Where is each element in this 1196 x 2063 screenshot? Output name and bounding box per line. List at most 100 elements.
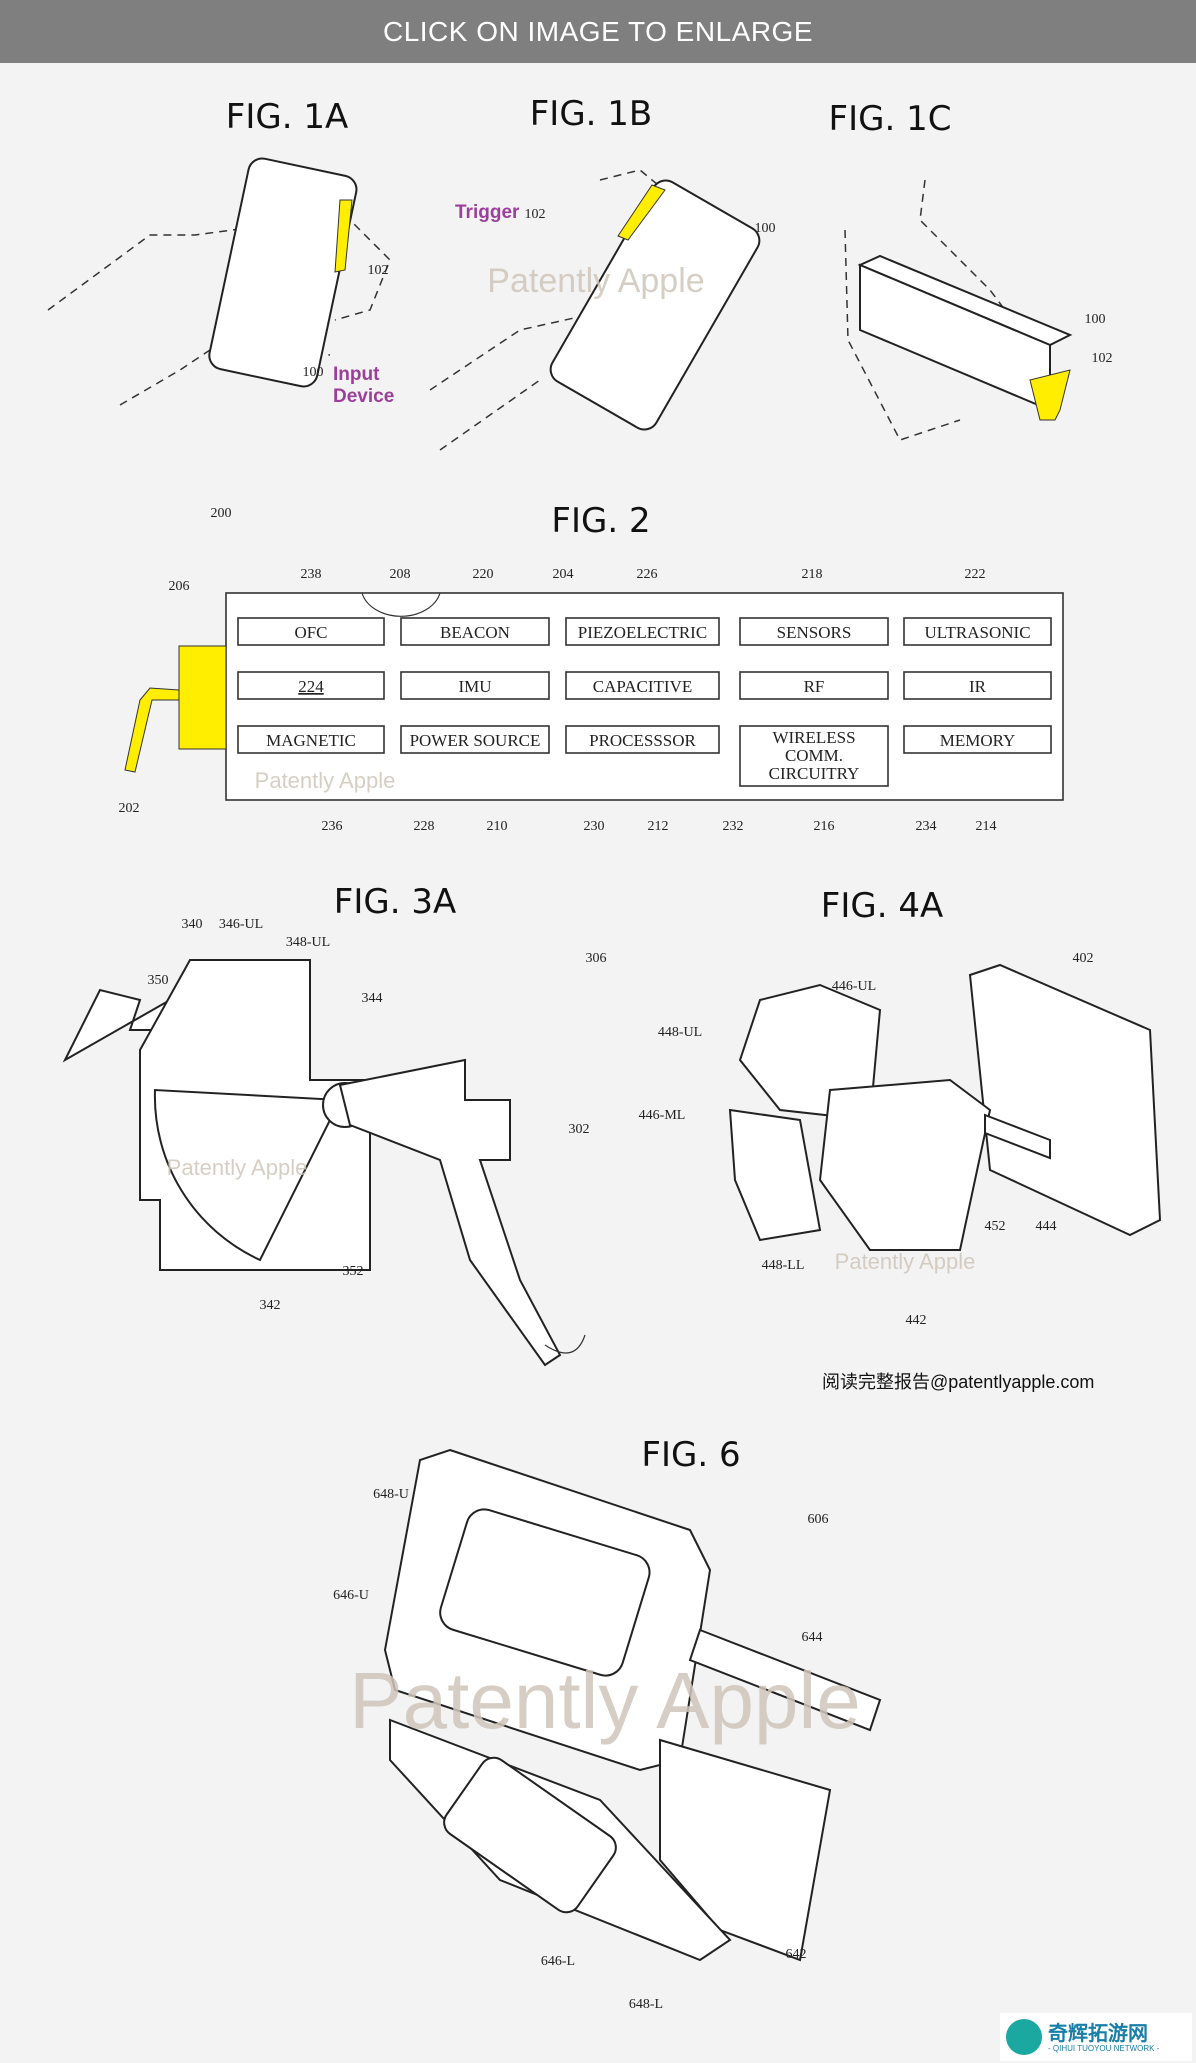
ref-label: 648-L — [629, 1997, 663, 2012]
component-label: IR — [969, 677, 987, 696]
ref-label: 202 — [119, 801, 140, 816]
ref-label: 646-U — [333, 1588, 369, 1603]
fig-4a-title: FIG. 4A — [821, 886, 943, 926]
pad-646-u — [439, 1508, 651, 1677]
component-label: POWER SOURCE — [410, 731, 541, 750]
component-label: 224 — [298, 677, 324, 696]
callout-device: Device — [333, 386, 394, 407]
component-box — [400, 725, 550, 754]
component-box — [565, 671, 720, 700]
ref-label: 342 — [260, 1298, 281, 1313]
trigger-yellow — [617, 184, 666, 241]
fig-4a: FIG. 4A Patently Apple 402446-UL448-UL44… — [639, 886, 1162, 1328]
ref-label: 448-LL — [762, 1258, 805, 1273]
callout-input: Input — [333, 364, 380, 385]
component-label: CAPACITIVE — [593, 677, 693, 696]
component-box — [903, 725, 1052, 754]
fig-1c: FIG. 1C 100 102 — [829, 99, 1113, 441]
component-box — [565, 617, 720, 646]
watermark: Patently Apple — [255, 768, 396, 793]
ref-label: 230 — [584, 819, 605, 834]
fig-1a: FIG. 1A 102 100 Input Device — [47, 97, 394, 407]
ref-label: 208 — [390, 567, 411, 582]
ref-label: 644 — [802, 1630, 823, 1645]
ref-label: 236 — [322, 819, 343, 834]
ref-label: 234 — [916, 819, 937, 834]
ref-label: 102 — [368, 263, 389, 278]
report-link-text[interactable]: 阅读完整报告@patentlyapple.com — [822, 1372, 1095, 1392]
component-label: RF — [804, 677, 825, 696]
ref-label: 216 — [814, 819, 835, 834]
component-label: BEACON — [440, 623, 510, 642]
ref-label: 442 — [906, 1313, 927, 1328]
fig-1a-title: FIG. 1A — [226, 97, 348, 137]
trigger-yellow — [1029, 369, 1071, 421]
trigger-202 — [124, 687, 180, 773]
shaft-444 — [984, 1113, 1051, 1160]
component-label: OFC — [294, 623, 327, 642]
component-box — [739, 617, 889, 646]
logo-name: 奇辉拓游网 — [1048, 2020, 1148, 2045]
fig-1b: FIG. 1B Trigger 102 100 Patently Apple — [429, 94, 776, 451]
ref-label: 222 — [965, 567, 986, 582]
ref-label: 226 — [637, 567, 658, 582]
component-label: IMU — [458, 677, 491, 696]
ref-label: 212 — [648, 819, 669, 834]
ref-label: 642 — [786, 1947, 807, 1962]
block-402 — [968, 963, 1162, 1237]
ref-label: 220 — [473, 567, 494, 582]
ref-label: 218 — [802, 567, 823, 582]
ref-label: 606 — [808, 1512, 829, 1527]
ref-label: 306 — [586, 951, 607, 966]
ref-label: 340 — [182, 917, 203, 932]
component-box — [237, 671, 385, 700]
hand-outline — [429, 169, 701, 451]
ref-label: 204 — [553, 567, 574, 582]
component-box — [400, 617, 550, 646]
component-box — [739, 725, 889, 787]
ref-label: 402 — [1073, 951, 1094, 966]
watermark: Patently Apple — [835, 1249, 976, 1274]
ref-label: 646-L — [541, 1954, 575, 1969]
ref-label: 344 — [362, 991, 383, 1006]
ref-label: 446-ML — [639, 1108, 686, 1123]
ref-label: 452 — [985, 1219, 1006, 1234]
logo-mark-icon — [1006, 2019, 1042, 2055]
component-label: PROCESSSOR — [589, 731, 696, 750]
ref-label: 102 — [525, 207, 546, 222]
ref-label: 238 — [301, 567, 322, 582]
site-logo[interactable]: 奇辉拓游网 - QIHUI TUOYOU NETWORK - — [1000, 2013, 1192, 2061]
recess-208 — [361, 592, 441, 617]
ref-label: 302 — [569, 1122, 590, 1137]
input-device-body — [549, 179, 761, 431]
ref-label: 100 — [1085, 312, 1106, 327]
ref-label: 228 — [414, 819, 435, 834]
component-box — [237, 617, 385, 646]
component-box — [237, 725, 385, 754]
logo-subtitle: - QIHUI TUOYOU NETWORK - — [1048, 2043, 1160, 2053]
fig-3a-title: FIG. 3A — [334, 882, 456, 922]
shaft-644 — [688, 1628, 882, 1732]
hand-outline-lower — [119, 349, 331, 406]
pad-646-l — [443, 1756, 617, 1914]
component-label: MEMORY — [940, 731, 1016, 750]
sector-342 — [153, 1088, 342, 1262]
component-label: ULTRASONIC — [924, 623, 1030, 642]
ref-label: 102 — [1092, 351, 1113, 366]
component-box — [400, 671, 550, 700]
component-label: MAGNETIC — [266, 731, 356, 750]
hand-outline — [844, 179, 1021, 441]
watermark: Patently Apple — [167, 1155, 308, 1180]
component-box — [903, 671, 1052, 700]
ref-label: 232 — [723, 819, 744, 834]
ref-label: 100 — [303, 365, 324, 380]
input-device-body — [208, 157, 358, 388]
trigger-mount-206 — [178, 645, 227, 750]
fig-1c-title: FIG. 1C — [829, 99, 952, 139]
ref-label: 444 — [1036, 1219, 1057, 1234]
component-box — [739, 671, 889, 700]
arc-642 — [659, 1738, 832, 1962]
enlarge-image-banner[interactable]: CLICK ON IMAGE TO ENLARGE — [0, 0, 1196, 63]
